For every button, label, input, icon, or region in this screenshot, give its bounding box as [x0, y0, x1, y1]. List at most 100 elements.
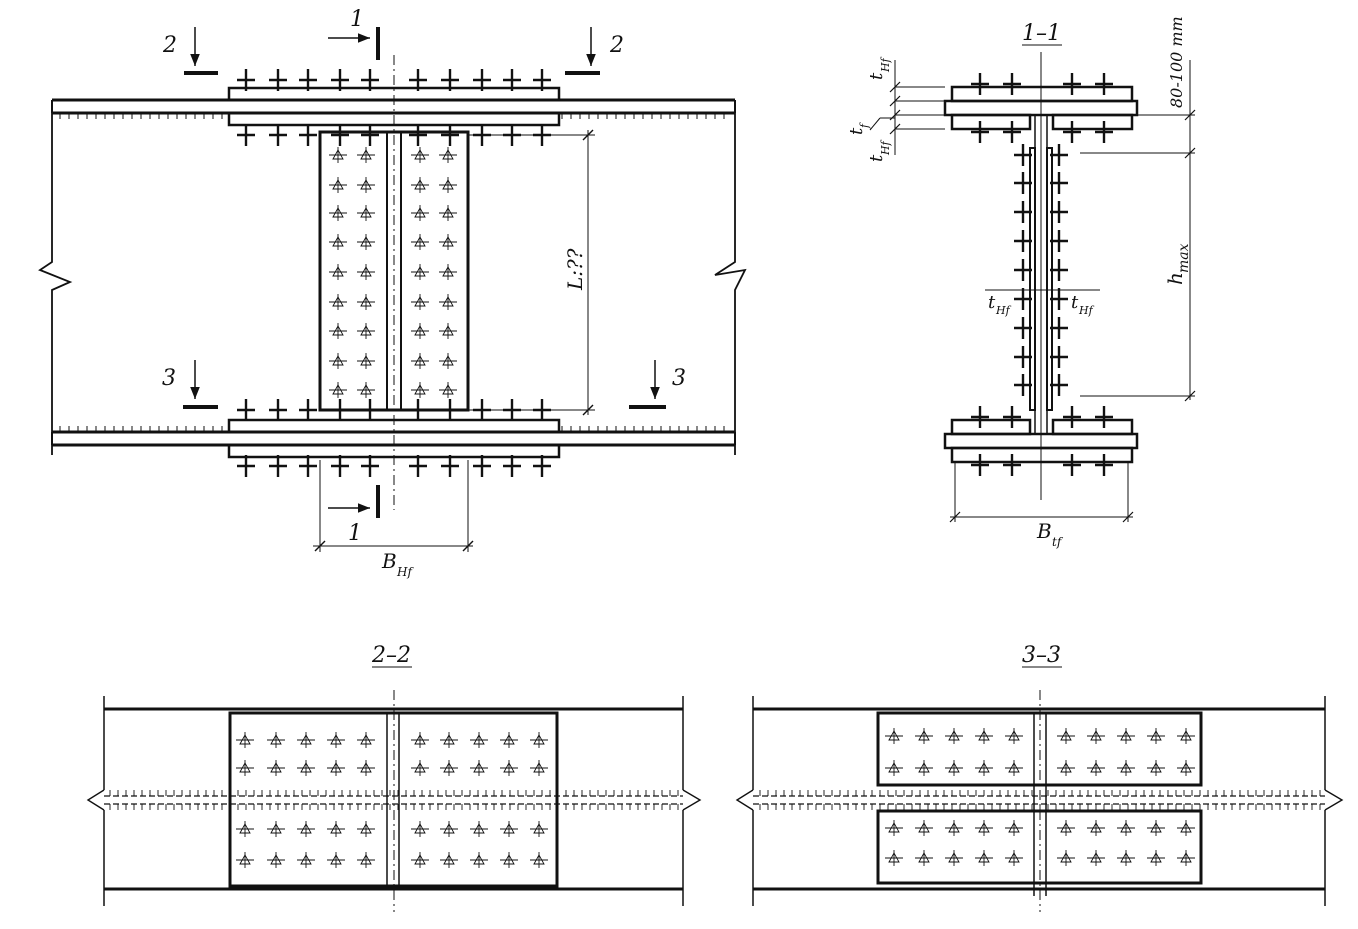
bolt-mark-icon [326, 759, 346, 777]
bolt-mark-icon [499, 731, 519, 749]
bolt-mark-icon [944, 819, 964, 837]
bolt-mark-icon [499, 851, 519, 869]
bolt-mark-icon [328, 263, 348, 281]
bolt-mark-icon [328, 293, 348, 311]
bolt-mark-icon [356, 352, 376, 370]
bolt-mark-icon [356, 381, 376, 399]
bolt-mark-icon [914, 759, 934, 777]
bolt-mark-icon [499, 759, 519, 777]
section-label: 1 [348, 521, 362, 546]
label-t-hf-left-sub: Hf [995, 304, 1012, 317]
bolt-mark-icon [1116, 727, 1136, 745]
break-line-right [714, 113, 747, 455]
break-line-left [38, 113, 73, 455]
bolt-mark-icon [235, 759, 255, 777]
bolt-mark-icon [1056, 759, 1076, 777]
bolt-icon [1001, 119, 1023, 145]
bolt-mark-icon [1146, 849, 1166, 867]
label-flange-width-sub: tf [1052, 535, 1064, 549]
label-t-hf-bottom-sub: Hf [879, 139, 892, 156]
bolt-icon [297, 122, 319, 148]
bolt-icon [1001, 452, 1023, 478]
bolt-mark-icon [974, 759, 994, 777]
section-3-3-view: 3–3 [735, 643, 1344, 912]
bolt-icon [1093, 71, 1115, 97]
bolt-mark-icon [439, 759, 459, 777]
bolt-mark-icon [438, 293, 458, 311]
bolt-mark-icon [469, 731, 489, 749]
weld-ticks [759, 790, 1321, 810]
bolt-mark-icon [410, 176, 430, 194]
bolt-mark-icon [1086, 727, 1106, 745]
bolt-mark-icon [356, 820, 376, 838]
bolt-icon [439, 453, 461, 479]
bolt-mark-icon [974, 849, 994, 867]
label-h-max-sub: max [1176, 243, 1192, 273]
section-marker-1-top: 1 [328, 7, 380, 60]
bolt-mark-icon [1004, 819, 1024, 837]
bolt-mark-icon [266, 851, 286, 869]
bolt-mark-icon [1056, 727, 1076, 745]
bolt-mark-icon [1116, 759, 1136, 777]
bolt-mark-icon [356, 204, 376, 222]
bolt-mark-icon [235, 820, 255, 838]
bolt-icon [297, 397, 319, 423]
bolt-icon [969, 404, 991, 430]
bolt-mark-icon [1004, 849, 1024, 867]
dimension-flange-width: B tf [949, 462, 1134, 549]
bolt-mark-icon [438, 146, 458, 164]
bolt-mark-icon [944, 849, 964, 867]
section-label: 3 [672, 366, 686, 391]
bolt-mark-icon [328, 176, 348, 194]
bolt-mark-icon [469, 759, 489, 777]
bolt-mark-icon [410, 233, 430, 251]
bolt-mark-icon [328, 381, 348, 399]
bolt-icon [969, 71, 991, 97]
view-title-3-3: 3–3 [1022, 643, 1061, 668]
bolt-mark-icon [328, 233, 348, 251]
bolt-mark-icon [469, 851, 489, 869]
view-title-2-2: 2–2 [371, 643, 411, 668]
bolt-mark-icon [1176, 849, 1196, 867]
bolt-icon [969, 119, 991, 145]
bolt-mark-icon [1146, 819, 1166, 837]
bolt-icon [235, 397, 257, 423]
thickness-dims: t Hf t f t Hf [846, 56, 945, 162]
bolt-mark-icon [914, 819, 934, 837]
bolt-mark-icon [974, 727, 994, 745]
view-title-1-1: 1–1 [1022, 21, 1061, 46]
web-plate-left [1029, 147, 1036, 411]
bolt-mark-icon [328, 352, 348, 370]
bolt-mark-icon [1004, 727, 1024, 745]
label-t-hf-top: t [866, 72, 887, 80]
bolt-mark-icon [410, 293, 430, 311]
bolt-mark-icon [410, 820, 430, 838]
bolt-mark-icon [410, 851, 430, 869]
bolt-mark-icon [356, 322, 376, 340]
bolt-mark-icon [356, 263, 376, 281]
dimension-label-plate-width: B [381, 549, 397, 573]
bolt-mark-icon [944, 727, 964, 745]
dimension-label-length: L:?? [563, 248, 587, 291]
weld-ticks [109, 790, 679, 810]
bolt-mark-icon [410, 263, 430, 281]
bolt-mark-icon [328, 322, 348, 340]
bolt-mark-icon [884, 849, 904, 867]
web-plate-right [1046, 147, 1053, 411]
bolt-icon [329, 397, 351, 423]
weld-ticks [59, 113, 725, 432]
label-t-f-sub: f [858, 122, 871, 129]
bolt-mark-icon [328, 204, 348, 222]
bolt-mark-icon [296, 820, 316, 838]
bolt-mark-icon [356, 759, 376, 777]
bolt-icon [267, 397, 289, 423]
bolt-mark-icon [1056, 819, 1076, 837]
bolt-mark-icon [529, 731, 549, 749]
bolt-mark-icon [439, 820, 459, 838]
bolt-mark-icon [1086, 849, 1106, 867]
bolt-icon [1093, 404, 1115, 430]
bolt-mark-icon [529, 851, 549, 869]
bolt-icon [1001, 71, 1023, 97]
